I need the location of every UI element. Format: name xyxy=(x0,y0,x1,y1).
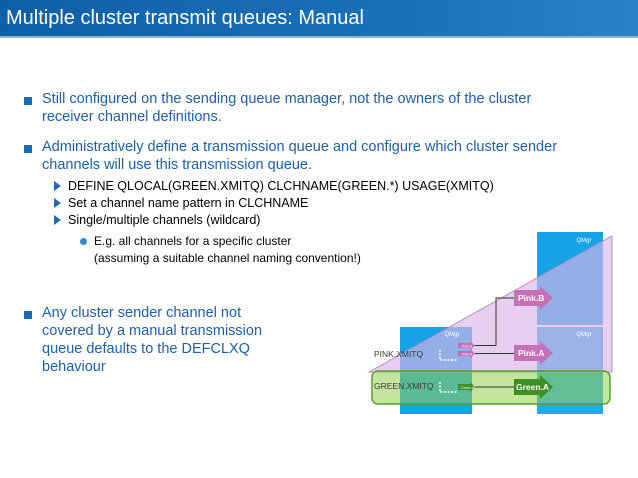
sub-bullet-define-qlocal: DEFINE QLOCAL(GREEN.XMITQ) CLCHNAME(GREE… xyxy=(68,179,494,193)
subsub-bullet-line-2: (assuming a suitable channel naming conv… xyxy=(94,251,361,265)
bullet-2-line-2: channels will use this transmission queu… xyxy=(42,157,312,173)
bullet-1-line-1: Still configured on the sending queue ma… xyxy=(42,91,532,107)
channel-pink-a-arrow xyxy=(514,341,553,365)
square-bullet-icon xyxy=(24,145,32,153)
channel-pink-b-label: Pink.B xyxy=(518,293,544,303)
mini-pink-a-arrow xyxy=(458,349,475,358)
green-xmitq-icon xyxy=(439,382,458,393)
qmgr-label-upper-right: QMgr xyxy=(577,238,592,244)
pink-xmitq-icon xyxy=(439,350,458,361)
mini-green-a-arrow xyxy=(458,382,475,392)
mini-green-a-label: Green.A xyxy=(461,386,475,390)
channel-green-a-arrow xyxy=(514,375,553,399)
qmgr-label-sending: QMgr xyxy=(445,332,460,338)
title-divider xyxy=(0,36,638,38)
bullet-3-line-4: behaviour xyxy=(42,359,106,375)
bullet-1-line-2: receiver channel definitions. xyxy=(42,109,222,125)
slide-title: Multiple cluster transmit queues: Manual xyxy=(6,7,364,29)
channel-pink-a-label: Pink.A xyxy=(518,348,544,358)
sub-bullet-wildcard: Single/multiple channels (wildcard) xyxy=(68,213,261,227)
subsub-bullet-line-1: E.g. all channels for a specific cluster xyxy=(94,234,292,248)
mini-pink-a-label: Pink.A xyxy=(462,353,473,357)
triangle-bullet-icon xyxy=(54,215,61,225)
round-bullet-icon xyxy=(80,238,87,245)
bullet-3-line-3: queue defaults to the DEFCLXQ xyxy=(42,341,250,357)
title-bar: Multiple cluster transmit queues: Manual xyxy=(0,0,638,36)
square-bullet-icon xyxy=(24,97,32,105)
channel-green-a-label: Green.A xyxy=(516,382,549,392)
bullet-3-line-2: covered by a manual transmission xyxy=(42,323,263,339)
green-xmitq-label: GREEN.XMITQ xyxy=(374,381,434,391)
pink-xmitq-label: PINK.XMITQ xyxy=(374,349,424,359)
bullet-2-line-1: Administratively define a transmission q… xyxy=(42,139,558,155)
qmgr-label-lower-right: QMgr xyxy=(577,332,592,338)
mini-pink-b-arrow xyxy=(458,341,475,350)
sub-bullet-clchname: Set a channel name pattern in CLCHNAME xyxy=(68,196,309,210)
mini-pink-b-label: Pink.B xyxy=(462,345,473,349)
square-bullet-icon xyxy=(24,311,32,319)
triangle-bullet-icon xyxy=(54,198,61,208)
channel-pink-b-arrow xyxy=(514,286,553,310)
bullet-3-line-1: Any cluster sender channel not xyxy=(42,305,242,321)
triangle-bullet-icon xyxy=(54,181,61,191)
connector-pink-b xyxy=(475,297,514,346)
